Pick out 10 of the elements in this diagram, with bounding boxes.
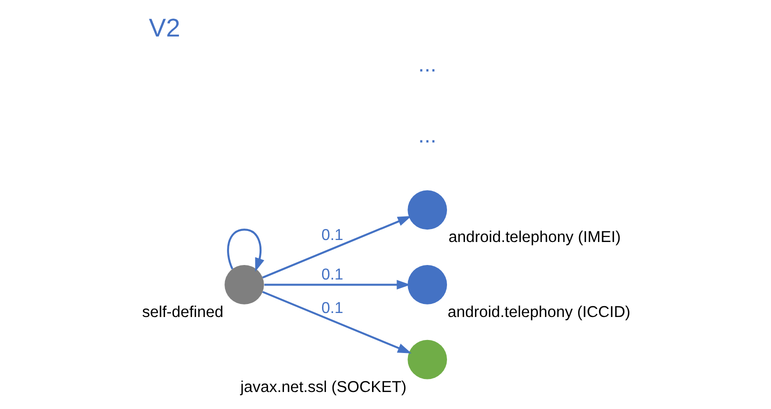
edge-label: 0.1: [320, 266, 343, 284]
edge-label: 0.1: [320, 300, 343, 318]
label: ...: [418, 52, 436, 77]
node-label: android.telephony (ICCID): [447, 304, 630, 321]
diagram-title: V2: [148, 14, 180, 42]
label: ...: [418, 122, 436, 148]
node-label: android.telephony (IMEI): [448, 229, 620, 246]
node-label: self-defined: [142, 304, 223, 321]
edge-label: 0.1: [320, 227, 343, 244]
node-label: javax.net.ssl (SOCKET): [240, 378, 406, 396]
